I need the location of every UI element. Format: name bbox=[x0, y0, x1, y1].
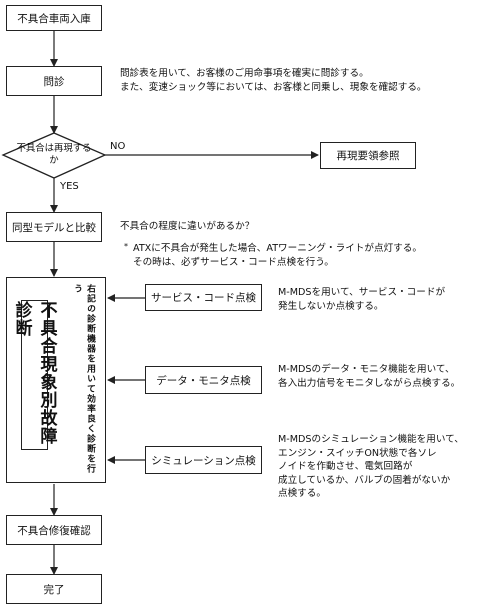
check-data-monitor-label: データ・モニタ点検 bbox=[156, 374, 251, 387]
desc-line: エンジン・スイッチON状態で各ソレ bbox=[278, 447, 437, 459]
step-repair-confirm-box: 不具合修復確認 bbox=[6, 515, 102, 545]
asterisk-note: ATXに不具合が発生した場合、ATワーニング・ライトが点灯する。 その時は、必ず… bbox=[133, 242, 422, 269]
asterisk-note-line: ATXに不具合が発生した場合、ATワーニング・ライトが点灯する。 bbox=[133, 243, 422, 254]
step-compare-box: 同型モデルと比較 bbox=[6, 212, 102, 242]
step-interview-label: 問診 bbox=[43, 75, 65, 88]
step-interview-box: 問診 bbox=[6, 66, 102, 96]
desc-line: ノイドを作動させ、電気回路が bbox=[278, 461, 413, 472]
step-receive-box: 不具合車両入庫 bbox=[6, 5, 102, 31]
step-receive-label: 不具合車両入庫 bbox=[17, 12, 91, 25]
desc-line: M-MDSを用いて、サービス・コードが bbox=[278, 287, 446, 298]
step-done-box: 完了 bbox=[6, 574, 102, 604]
check-simulation-label: シミュレーション点検 bbox=[151, 454, 256, 467]
asterisk-note-line: その時は、必ずサービス・コード点検を行う。 bbox=[133, 256, 334, 268]
step-repair-confirm-label: 不具合修復確認 bbox=[17, 524, 91, 537]
compare-note: 不具合の程度に違いがあるか？ bbox=[120, 221, 255, 232]
interview-note: 問診表を用いて、お客様のご用命事項を確実に問診する。 また、変速ショック等におい… bbox=[120, 67, 427, 94]
diagnosis-panel: 不具合現象別故障診断 右記の診断機器を用いて効率良く診断を行う bbox=[6, 277, 106, 483]
decision-diamond bbox=[1, 132, 107, 179]
reproduce-reference-label: 再現要領参照 bbox=[336, 150, 400, 162]
interview-note-line: 問診表を用いて、お客様のご用命事項を確実に問診する。 bbox=[120, 68, 369, 79]
decision-label: 不具合は再現するか bbox=[16, 143, 92, 166]
reproduce-reference-box: 再現要領参照 bbox=[320, 142, 416, 169]
diagnosis-title: 不具合現象別故障診断 bbox=[12, 300, 57, 450]
interview-note-line: また、変速ショック等においては、お客様と同乗し、現象を確認する。 bbox=[120, 81, 427, 93]
step-done-label: 完了 bbox=[43, 583, 65, 596]
label-yes: YES bbox=[60, 181, 79, 192]
desc-line: 成立しているか、バルブの固着がないか bbox=[278, 474, 451, 486]
asterisk-mark: * bbox=[124, 242, 128, 251]
check-service-code-box: サービス・コード点検 bbox=[145, 284, 262, 311]
desc-line: 発生しないか点検する。 bbox=[278, 300, 384, 312]
desc-line: 点検する。 bbox=[278, 488, 326, 499]
check-service-code-label: サービス・コード点検 bbox=[151, 292, 256, 304]
label-no: NO bbox=[110, 141, 126, 152]
desc-line: M-MDSのシミュレーション機能を用いて、 bbox=[278, 434, 464, 445]
desc-line: 各入出力信号をモニタしながら点検する。 bbox=[278, 377, 461, 389]
desc-line: M-MDSのデータ・モニタ機能を用いて、 bbox=[278, 364, 455, 375]
check-simulation-desc: M-MDSのシミュレーション機能を用いて、 エンジン・スイッチON状態で各ソレ … bbox=[278, 433, 464, 501]
check-simulation-box: シミュレーション点検 bbox=[145, 446, 262, 474]
step-compare-label: 同型モデルと比較 bbox=[12, 221, 96, 234]
check-data-monitor-box: データ・モニタ点検 bbox=[145, 366, 262, 394]
check-data-monitor-desc: M-MDSのデータ・モニタ機能を用いて、 各入出力信号をモニタしながら点検する。 bbox=[278, 363, 460, 390]
diagnosis-side-text: 右記の診断機器を用いて効率良く診断を行う bbox=[72, 284, 95, 474]
check-service-code-desc: M-MDSを用いて、サービス・コードが 発生しないか点検する。 bbox=[278, 286, 445, 313]
